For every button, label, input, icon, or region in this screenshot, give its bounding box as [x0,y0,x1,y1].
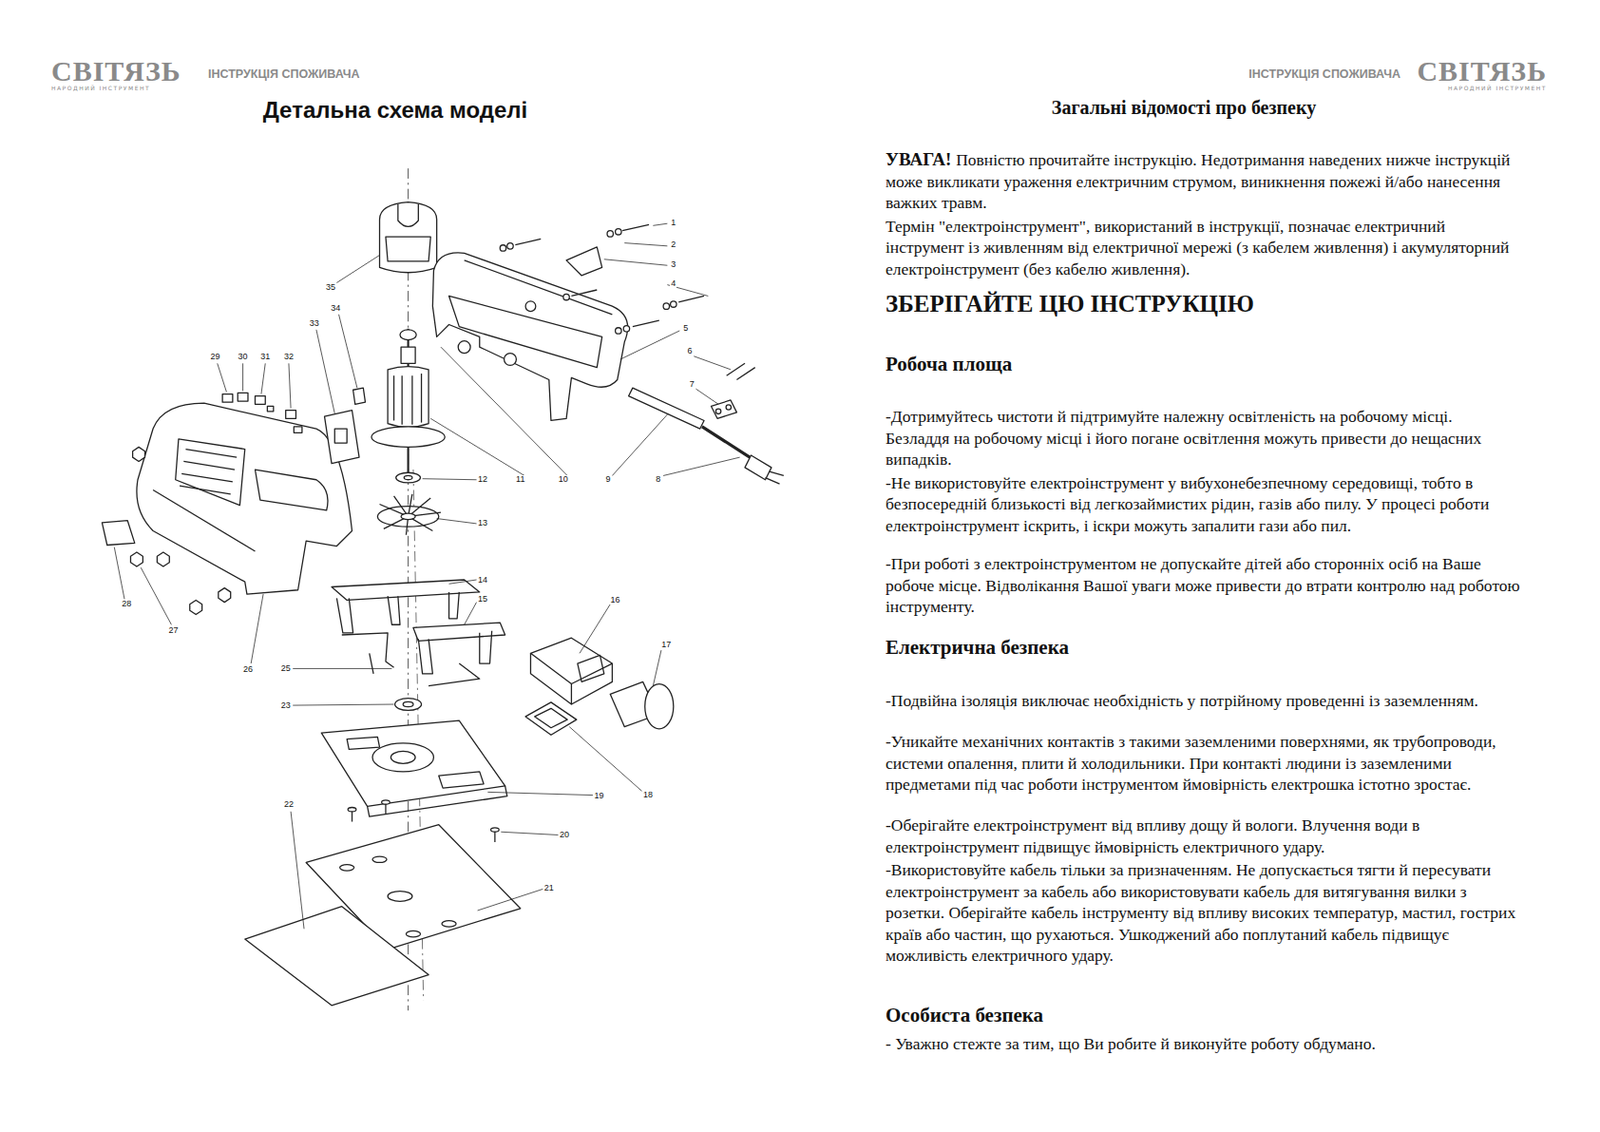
callout-number: 23 [280,701,292,710]
text-block: -Не використовуйте електроінструмент у в… [885,472,1521,537]
callout-number: 21 [543,883,555,893]
text-block: -Дотримуйтесь чистоти й підтримуйте нале… [885,405,1521,471]
callout-number: 11 [514,475,526,484]
callout-number: 2 [669,240,677,249]
callout-number: 34 [329,304,342,313]
callout-number: 14 [476,575,489,585]
callout-number: 15 [476,594,489,604]
callout-number: 4 [669,279,677,288]
text-block: -Оберігайте електроінструмент від впливу… [885,814,1521,858]
callout-number: 9 [605,475,612,484]
callout-number: 26 [242,665,254,674]
text-block: Робоча площа [885,351,1521,377]
brand-logo: СВІТЯЗЬ [1416,57,1547,86]
text-block: -Використовуйте кабель тільки за признач… [885,858,1521,967]
warning-paragraph: УВАГА! [885,149,952,170]
body-paragraph: -При роботі з електроінструментом не доп… [885,553,1521,616]
callout-number: 1 [669,218,677,228]
callout-number: 27 [168,626,180,635]
brand-logo: СВІТЯЗЬ [51,57,182,86]
brand-tagline: НАРОДНИЙ ІНСТРУМЕНТ [51,85,151,92]
callout-number: 12 [476,475,489,484]
text-block: - Уважно стежте за тим, що Ви робите й в… [885,1032,1521,1055]
callout-number: 33 [308,319,321,328]
header-text: ІНСТРУКЦІЯ СПОЖИВАЧА [208,68,361,81]
body-paragraph: -Подвійна ізоляція виключає необхідність… [885,690,1479,710]
body-paragraph: - Уважно стежте за тим, що Ви робите й в… [885,1033,1376,1053]
callout-number: 5 [682,323,689,333]
callout-number: 28 [120,599,133,609]
section-heading: ЗБЕРІГАЙТЕ ЦЮ ІНСТРУКЦІЮ [885,290,1255,317]
body-paragraph: -Використовуйте кабель тільки за признач… [885,859,1516,965]
body-paragraph: -Дотримуйтесь чистоти й підтримуйте нале… [885,406,1482,469]
text-block: -При роботі з електроінструментом не доп… [885,552,1521,618]
text-block: УВАГА!Повністю прочитайте інструкцію. Не… [885,149,1521,214]
callout-number: 25 [280,664,292,673]
page-title: Детальна схема моделі [263,96,529,125]
callout-number: 30 [237,352,249,362]
text-block: Особиста безпека [885,1002,1521,1028]
callout-number: 16 [609,595,622,605]
body-paragraph: -Уникайте механічних контактів з такими … [885,731,1497,794]
callout-number: 6 [686,346,694,356]
callout-number: 10 [557,475,570,484]
text-block: -Уникайте механічних контактів з такими … [885,730,1521,796]
subsection-heading: Особиста безпека [885,1003,1044,1027]
callout-number: 29 [209,352,222,362]
body-paragraph: -Не використовуйте електроінструмент у в… [885,473,1489,535]
text-block: Електрична безпека [885,634,1521,660]
callout-number: 7 [688,380,696,389]
callout-number: 32 [283,352,295,362]
callout-number: 31 [259,352,271,362]
subsection-heading: Робоча площа [885,352,1012,376]
body-paragraph: Термін "електроінструмент", використаний… [885,216,1509,279]
text-block: ЗБЕРІГАЙТЕ ЦЮ ІНСТРУКЦІЮ [885,289,1521,319]
callout-number: 19 [592,791,605,800]
header-text: ІНСТРУКЦІЯ СПОЖИВАЧА [1248,68,1401,81]
section-title: Загальні відомості про безпеку [1051,95,1316,119]
callout-number: 22 [283,800,295,809]
body-paragraph: -Оберігайте електроінструмент від впливу… [885,815,1420,857]
subsection-heading: Електрична безпека [885,635,1069,659]
callout-number: 17 [660,640,672,649]
callout-number: 18 [642,790,654,800]
callout-number: 3 [669,260,677,269]
brand-tagline: НАРОДНИЙ ІНСТРУМЕНТ [1447,85,1547,92]
body-text: Повністю прочитайте інструкцію. Недотрим… [885,150,1510,212]
text-block: -Подвійна ізоляція виключає необхідність… [885,689,1521,712]
text-block: Термін "електроінструмент", використаний… [885,215,1521,281]
callout-number: 13 [476,518,489,528]
callout-number: 20 [558,830,571,839]
callout-number: 8 [654,475,662,484]
callout-number: 35 [324,283,337,292]
